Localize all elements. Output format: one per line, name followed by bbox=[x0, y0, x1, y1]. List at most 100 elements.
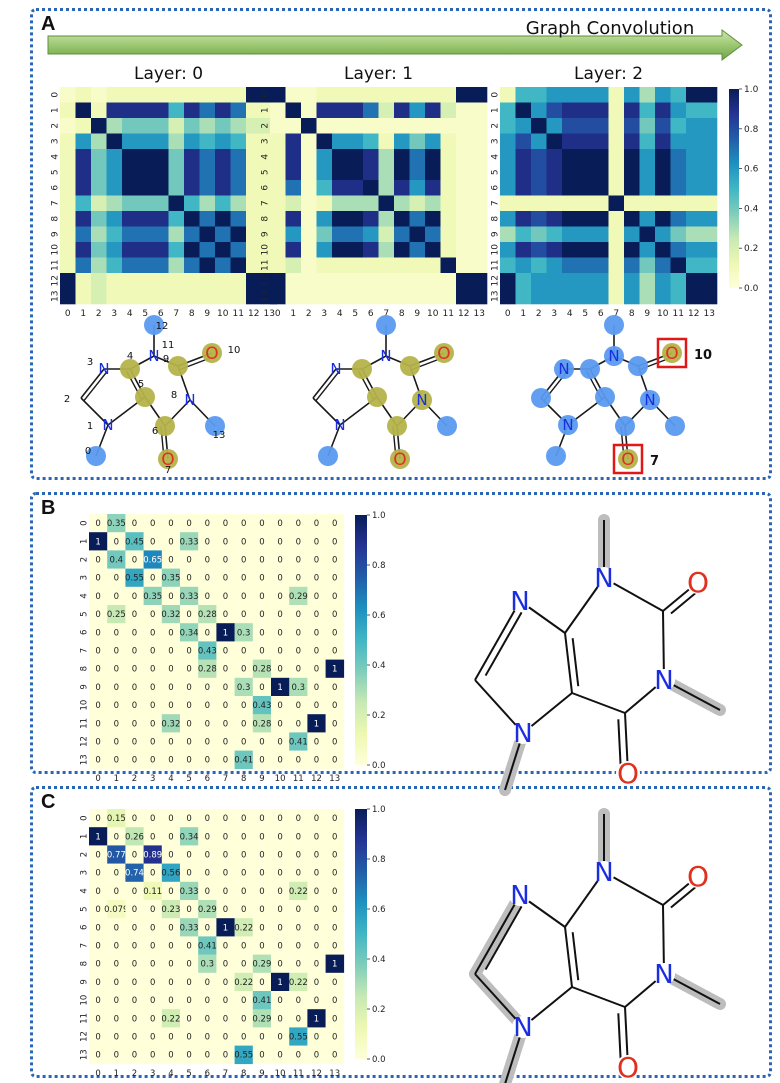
heatmap-value-label: 0 bbox=[332, 905, 337, 915]
heatmap-cell bbox=[143, 677, 163, 697]
heatmap-cell bbox=[515, 226, 532, 243]
heatmap-cell bbox=[184, 149, 200, 165]
heatmap-cell bbox=[246, 149, 262, 165]
heatmap-cell bbox=[125, 936, 144, 955]
col-tick-label: 13 bbox=[329, 1069, 340, 1079]
heatmap-cell bbox=[216, 1009, 235, 1028]
heatmap-cell bbox=[153, 133, 169, 150]
heatmap-cell bbox=[125, 845, 144, 864]
atom-node bbox=[155, 416, 175, 436]
heatmap-cell bbox=[562, 226, 578, 243]
heatmap-cell bbox=[216, 568, 235, 588]
atom-index-label: 5 bbox=[138, 379, 144, 390]
heatmap-cell bbox=[246, 257, 262, 274]
heatmap-cell bbox=[246, 288, 262, 305]
heatmap-cell bbox=[471, 180, 488, 196]
heatmap-value-label: 0 bbox=[132, 996, 137, 1006]
heatmap-cell bbox=[252, 623, 272, 642]
col-tick-label: 0 bbox=[275, 309, 281, 319]
heatmap-value-label: 0 bbox=[95, 1051, 100, 1061]
bond bbox=[80, 397, 109, 426]
heatmap-cell bbox=[325, 514, 345, 533]
heatmap-cell bbox=[325, 827, 345, 846]
heatmap-cell bbox=[161, 809, 181, 828]
heatmap-cell bbox=[301, 164, 317, 181]
heatmap-value-label: 0 bbox=[223, 719, 228, 729]
atom-backdrop bbox=[509, 884, 531, 906]
heatmap-cell bbox=[270, 149, 286, 165]
heatmap-cell bbox=[670, 257, 687, 274]
col-tick-label: 5 bbox=[582, 309, 588, 319]
atom-node bbox=[662, 343, 682, 363]
heatmap-cell bbox=[184, 164, 200, 181]
heatmap-cell bbox=[198, 532, 217, 551]
heatmap-cell bbox=[246, 102, 262, 119]
heatmap-cell bbox=[198, 568, 217, 588]
heatmap-value-label: 0 bbox=[223, 537, 228, 547]
heatmap-cell bbox=[216, 972, 235, 992]
heatmap-cell bbox=[593, 87, 609, 103]
heatmap-cell bbox=[425, 211, 441, 227]
atom-node bbox=[86, 446, 106, 466]
heatmap-cell bbox=[107, 677, 126, 697]
col-tick-label: 12 bbox=[311, 1069, 322, 1079]
heatmap-value-label: 1 bbox=[277, 683, 282, 693]
heatmap-value-label: 0 bbox=[132, 942, 137, 952]
heatmap-cell bbox=[125, 514, 144, 533]
col-tick-label: 3 bbox=[321, 309, 327, 319]
heatmap-cell bbox=[347, 133, 364, 150]
heatmap-cell bbox=[608, 226, 625, 243]
heatmap-cell bbox=[546, 180, 563, 196]
heatmap-cell bbox=[246, 242, 262, 258]
heatmap-cell bbox=[216, 936, 235, 955]
row-tick-label: 11 bbox=[261, 260, 271, 271]
heatmap-cell bbox=[270, 273, 286, 289]
heatmap-cell bbox=[440, 288, 457, 305]
heatmap-cell bbox=[307, 809, 326, 828]
heatmap-value-label: 0 bbox=[296, 851, 301, 861]
heatmap-cell bbox=[216, 677, 235, 697]
heatmap-value-label: 0 bbox=[168, 832, 173, 842]
heatmap-cell bbox=[409, 257, 426, 274]
heatmap-value-label: 0.22 bbox=[161, 1014, 180, 1024]
row-tick-label: 11 bbox=[491, 260, 501, 271]
atom-index-label: 1 bbox=[87, 421, 93, 432]
heatmap-cell bbox=[106, 133, 123, 150]
heatmap-value-label: 0 bbox=[150, 537, 155, 547]
heatmap-cell bbox=[143, 991, 163, 1010]
heatmap-cell bbox=[161, 954, 181, 974]
heatmap-cell bbox=[686, 133, 702, 150]
heatmap-value-label: 0 bbox=[150, 665, 155, 675]
heatmap-value-label: 0 bbox=[186, 960, 191, 970]
heatmap-value-label: 0 bbox=[95, 960, 100, 970]
colorbar-tick-label: 0.2 bbox=[372, 711, 386, 721]
heatmap-cell bbox=[593, 211, 609, 227]
heatmap-cell bbox=[143, 696, 163, 715]
row-tick-label: 2 bbox=[261, 123, 271, 129]
heatmap-cell bbox=[285, 226, 302, 243]
heatmap-cell bbox=[143, 1027, 163, 1046]
heatmap-value-label: 0 bbox=[132, 887, 137, 897]
heatmap-cell bbox=[198, 1027, 217, 1046]
heatmap-value-label: 0 bbox=[205, 851, 210, 861]
heatmap-cell bbox=[198, 641, 217, 660]
heatmap-value-label: 0 bbox=[205, 738, 210, 748]
heatmap-value-label: 0 bbox=[150, 869, 155, 879]
graph-convolution-arrow: Graph Convolution bbox=[47, 18, 743, 61]
heatmap-value-label: 0 bbox=[186, 574, 191, 584]
heatmap-cell bbox=[332, 149, 348, 165]
heatmap-cell bbox=[701, 102, 718, 119]
heatmap-value-label: 0 bbox=[205, 719, 210, 729]
heatmap-cell bbox=[307, 972, 326, 992]
heatmap-cell bbox=[515, 211, 532, 227]
atom-node bbox=[531, 388, 551, 408]
heatmap-cell bbox=[701, 180, 718, 196]
heatmap-cell bbox=[289, 936, 308, 955]
heatmap-value-label: 0.32 bbox=[161, 610, 180, 620]
heatmap-value-label: 0.43 bbox=[252, 701, 271, 711]
heatmap-cell bbox=[624, 133, 640, 150]
heatmap-cell bbox=[655, 226, 671, 243]
heatmap-cell bbox=[89, 750, 108, 770]
col-tick-label: 11 bbox=[233, 309, 244, 319]
